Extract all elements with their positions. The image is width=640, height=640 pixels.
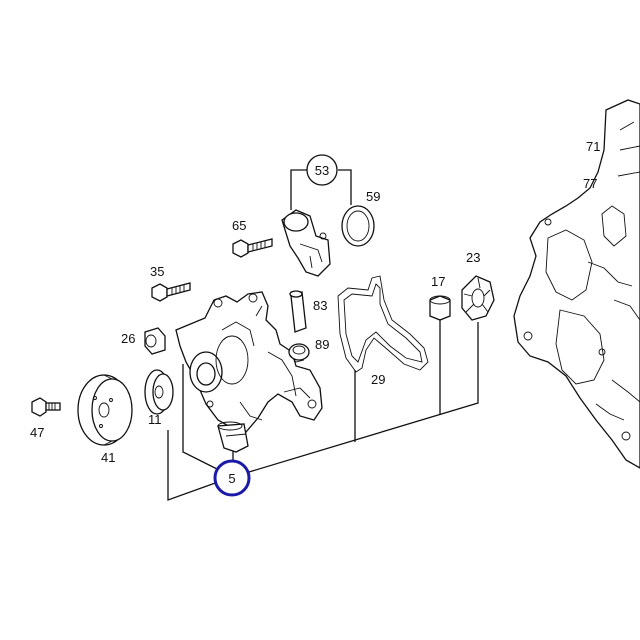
label-41[interactable]: 41 <box>101 450 115 465</box>
label-29[interactable]: 29 <box>371 372 385 387</box>
hose-83 <box>289 290 307 333</box>
hub-11 <box>144 369 174 415</box>
part-labels: 5 53 11 17 23 26 29 35 41 47 59 65 71 77… <box>30 139 600 497</box>
bolt-35 <box>151 282 191 302</box>
plug-17 <box>429 295 451 321</box>
label-47[interactable]: 47 <box>30 425 44 440</box>
label-circle-53 <box>306 154 338 186</box>
label-77[interactable]: 77 <box>583 176 597 191</box>
label-83[interactable]: 83 <box>313 298 327 313</box>
label-35[interactable]: 35 <box>150 264 164 279</box>
gasket-29 <box>337 275 429 373</box>
seal-ring-59 <box>341 205 375 247</box>
water-pump-housing <box>175 291 323 453</box>
highlight-circle-5 <box>213 459 251 497</box>
label-23[interactable]: 23 <box>466 250 480 265</box>
thermostat-53 <box>281 209 331 277</box>
label-65[interactable]: 65 <box>232 218 246 233</box>
label-11[interactable]: 11 <box>148 412 162 427</box>
clamp-89 <box>288 343 310 363</box>
sleeve-26 <box>144 327 166 355</box>
label-17[interactable]: 17 <box>431 274 445 289</box>
impeller-23 <box>461 275 495 321</box>
label-89[interactable]: 89 <box>315 337 329 352</box>
label-71[interactable]: 71 <box>586 139 600 154</box>
bolt-47 <box>31 397 61 417</box>
pulley-41 <box>77 374 133 446</box>
engine-block <box>513 99 640 469</box>
label-59[interactable]: 59 <box>366 189 380 204</box>
label-26[interactable]: 26 <box>121 331 135 346</box>
label-53[interactable]: 53 <box>315 163 329 178</box>
bolt-65 <box>232 238 273 258</box>
label-5[interactable]: 5 <box>228 471 235 486</box>
leader-lines <box>167 169 479 501</box>
